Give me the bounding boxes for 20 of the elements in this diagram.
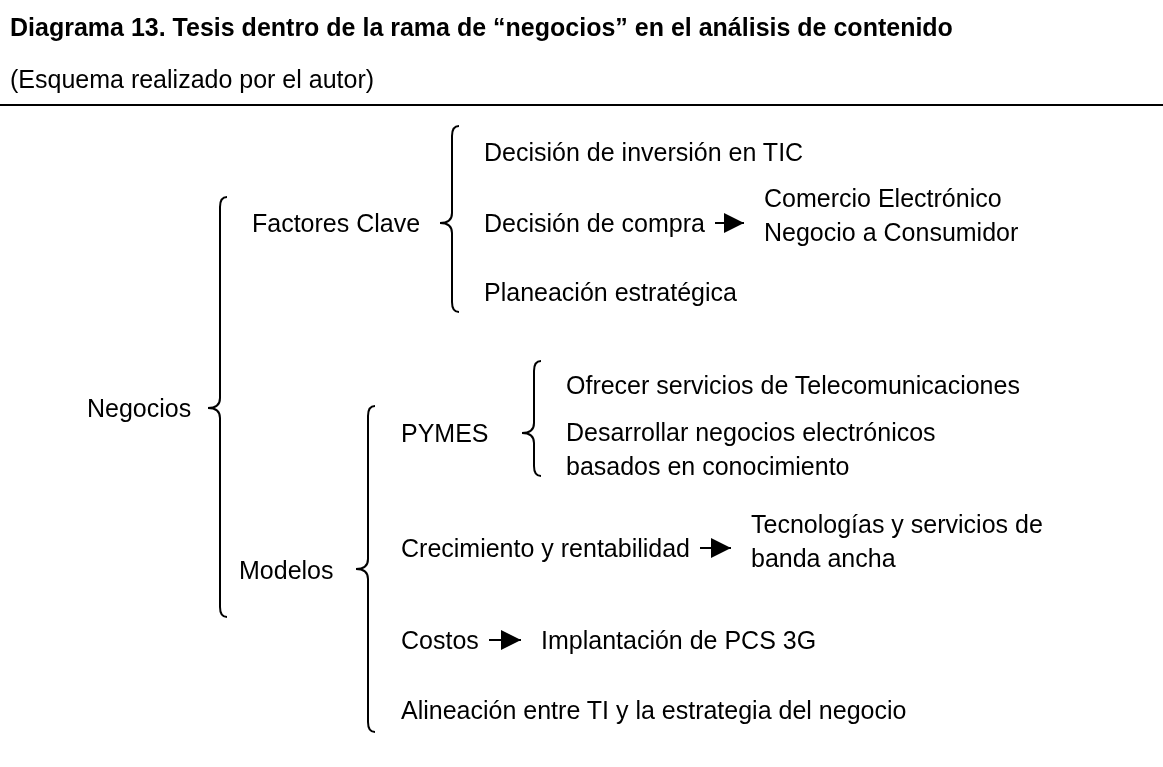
branch-label: Desarrollar negocios electrónicos basados en conocimiento	[566, 415, 951, 483]
branch-label: Crecimiento y rentabilidad	[401, 531, 691, 565]
branch-label: Comercio Electrónico Negocio a Consumidor	[764, 181, 1064, 249]
branch-label: Alineación entre TI y la estrategia del negocio	[401, 693, 907, 727]
branch-label: Factores Clave	[252, 206, 421, 240]
branch-label: Planeación estratégica	[484, 275, 737, 309]
branch-label: Decisión de inversión en TIC	[484, 135, 804, 169]
branch-label: Negocios	[87, 391, 192, 425]
branch-label: Implantación de PCS 3G	[541, 623, 817, 657]
caption: (Esquema realizado por el autor)	[10, 64, 375, 95]
diagram-title: Diagrama 13. Tesis dentro de la rama de “negocios” en el análisis de contenido	[10, 12, 953, 43]
branch-label: Costos	[401, 623, 479, 657]
branch-label: Ofrecer servicios de Telecomunicaciones	[566, 368, 1020, 402]
branch-label: PYMES	[401, 416, 489, 450]
arrow	[699, 538, 732, 558]
branch-label: Decisión de compra	[484, 206, 705, 240]
branch-label: Modelos	[239, 553, 334, 587]
branch-label: Tecnologías y servicios de banda ancha	[751, 507, 1061, 575]
arrow	[488, 630, 522, 650]
arrow	[714, 213, 745, 233]
